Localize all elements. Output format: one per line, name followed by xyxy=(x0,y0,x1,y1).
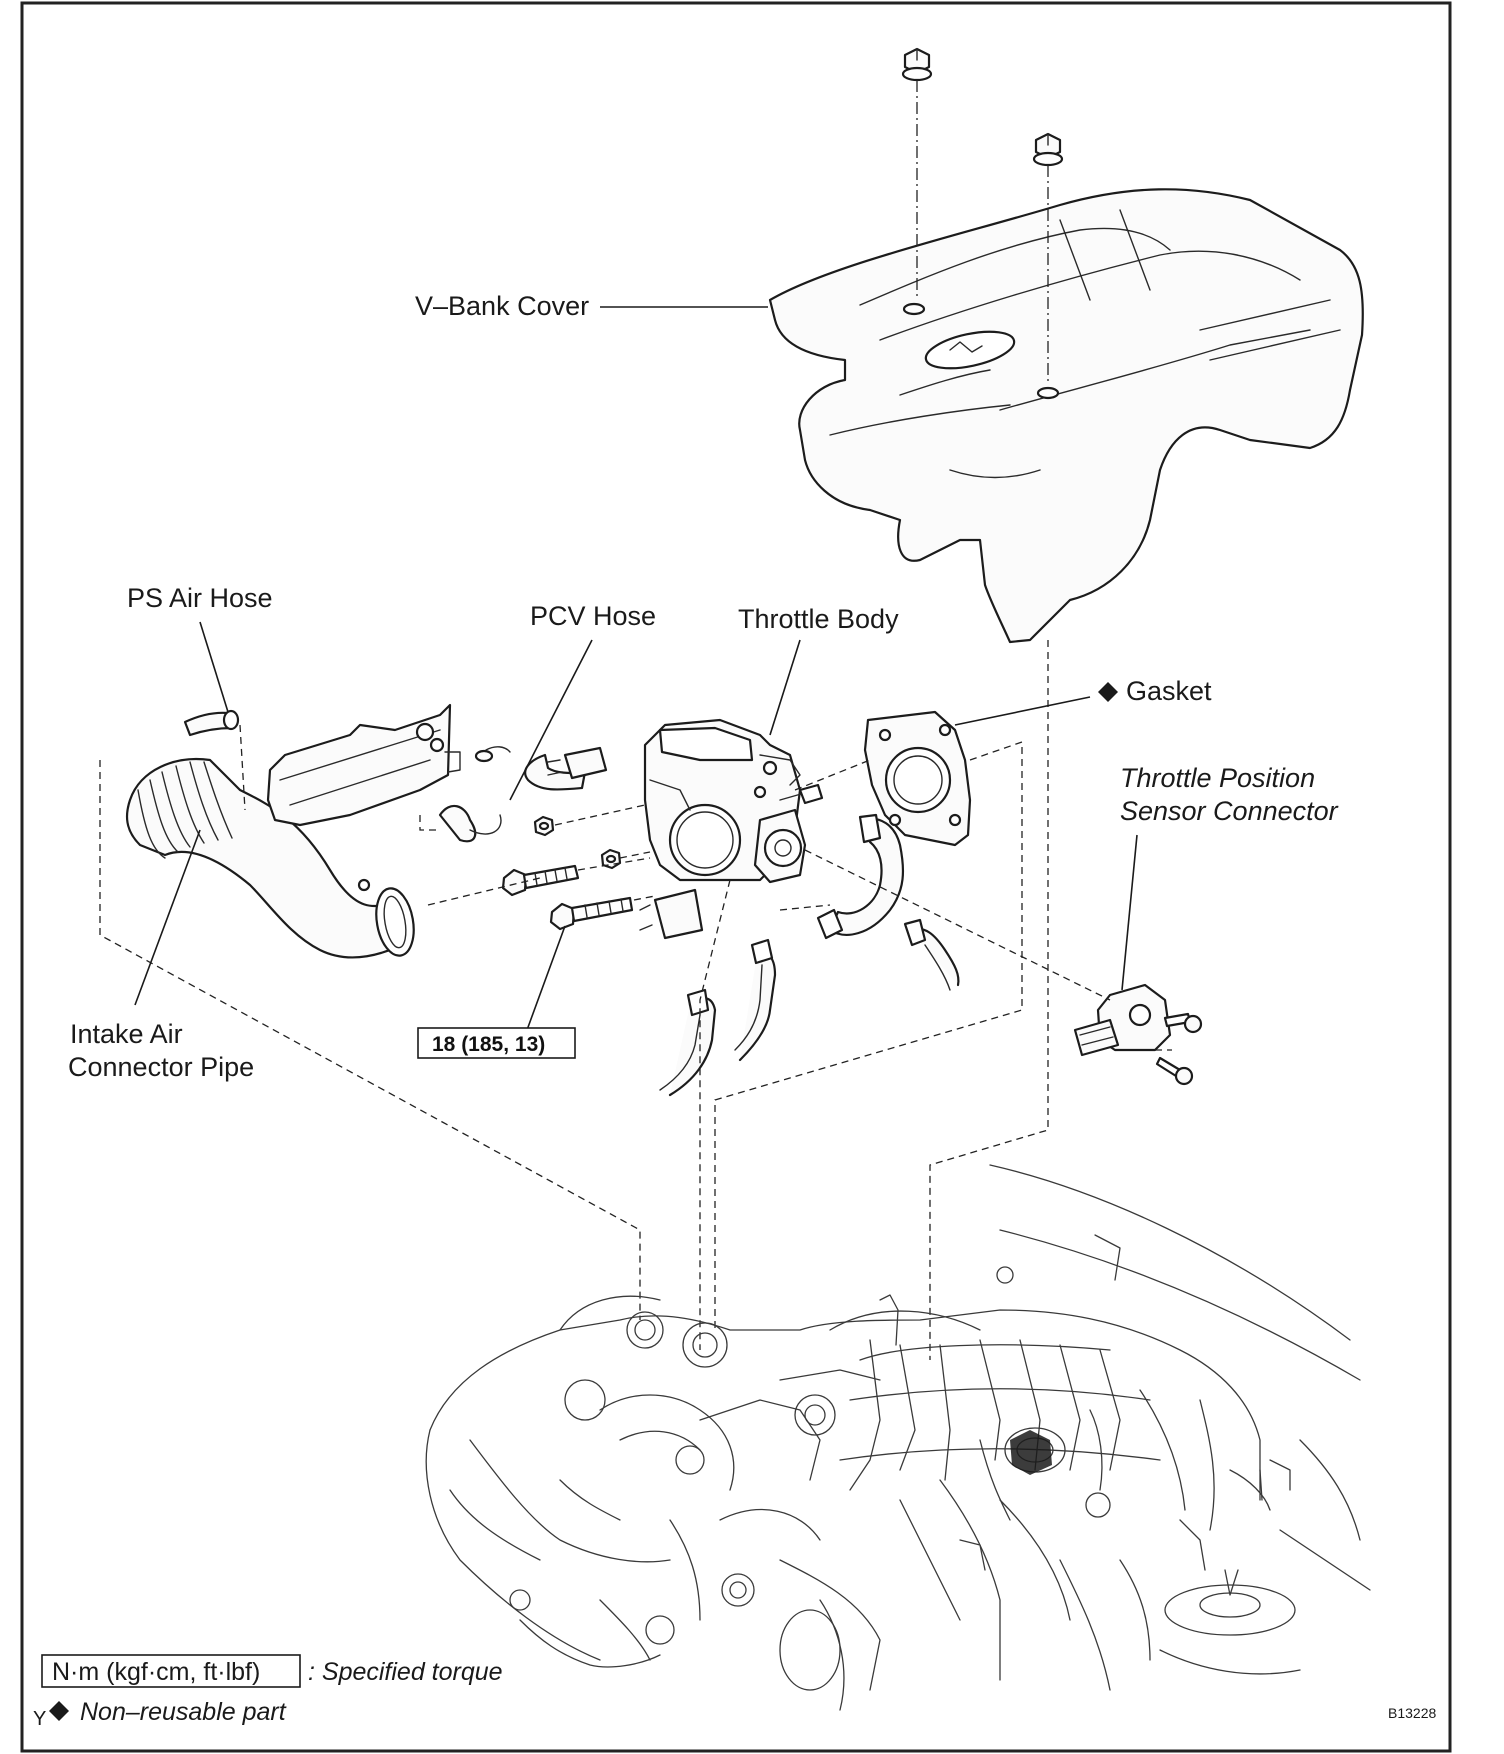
leader-gasket xyxy=(954,696,1091,726)
leader-throttle-body xyxy=(769,639,801,736)
align-line-ps-hose xyxy=(239,724,246,811)
engine-assembly xyxy=(425,1164,1371,1711)
throttle-body xyxy=(643,718,824,884)
label-intake-pipe-line2: Connector Pipe xyxy=(68,1052,254,1082)
coolant-hose-lower-left xyxy=(659,988,717,1097)
leader-torque xyxy=(526,925,566,1031)
tps-screw-2 xyxy=(1155,1056,1194,1086)
align-line-bolt-1 xyxy=(577,857,651,871)
align-line-bolt-2 xyxy=(633,895,656,901)
label-tps-connector-line2: Sensor Connector xyxy=(1120,796,1339,826)
pcv-hose xyxy=(438,746,587,843)
legend-torque-units-box xyxy=(41,1654,301,1688)
resonator-box xyxy=(266,703,461,827)
gasket xyxy=(863,710,972,847)
legend-torque-desc: : Specified torque xyxy=(308,1658,503,1686)
align-line-throttle-tps xyxy=(804,849,1111,1001)
label-gasket: Gasket xyxy=(1126,676,1212,706)
figure-code: B13228 xyxy=(1388,1705,1436,1721)
label-ps-air-hose: PS Air Hose xyxy=(127,583,273,613)
throttle-position-sensor-connector xyxy=(1073,983,1172,1057)
legend: N·m (kgf·cm, ft·lbf) : Specified torque … xyxy=(33,1654,503,1730)
coolant-hose-lower-mid xyxy=(734,938,777,1062)
label-intake-pipe-line1: Intake Air xyxy=(70,1019,183,1049)
legend-non-reusable-desc: Non–reusable part xyxy=(80,1698,287,1726)
coolant-hose-right-lower xyxy=(903,918,960,991)
throttle-wiring-connector xyxy=(547,746,704,940)
align-line-nut-2 xyxy=(619,851,651,859)
leader-intake-pipe xyxy=(134,829,201,1006)
leader-pcv-hose xyxy=(509,639,593,801)
diamond-icon xyxy=(1098,682,1118,702)
throttle-nut-1 xyxy=(533,815,555,837)
tps-screw-1 xyxy=(1163,1012,1203,1034)
v-bank-cover xyxy=(768,188,1364,644)
leader-tps-connector xyxy=(1121,834,1138,991)
align-line-intake-box xyxy=(99,760,641,1320)
cover-nut-left xyxy=(901,47,933,82)
align-line-hose-1 xyxy=(779,904,831,911)
align-line-throttle-down xyxy=(699,879,731,1350)
cover-nut-right xyxy=(1032,132,1064,167)
torque-spec-box: 18 (185, 13) xyxy=(417,1027,576,1059)
throttle-bolt-1 xyxy=(501,864,580,897)
align-line-throttle-gasket xyxy=(794,759,871,791)
ps-air-hose xyxy=(183,709,240,737)
align-line-nut-1 xyxy=(554,804,646,826)
align-line-cover-to-engine xyxy=(929,640,1049,1360)
align-line-gasket-right xyxy=(714,741,1023,1330)
label-pcv-hose: PCV Hose xyxy=(530,601,656,631)
torque-spec-value: 18 (185, 13) xyxy=(432,1033,545,1056)
legend-torque-units: N·m (kgf·cm, ft·lbf) xyxy=(52,1658,260,1686)
intake-air-connector-pipe xyxy=(125,758,415,959)
diagram-frame xyxy=(20,1,1452,1753)
align-line-pcv xyxy=(419,815,440,831)
coolant-hose-right xyxy=(816,813,905,940)
throttle-bolt-2 xyxy=(549,896,634,931)
label-throttle-body: Throttle Body xyxy=(738,604,899,634)
diamond-icon xyxy=(49,1701,69,1721)
label-v-bank-cover: V–Bank Cover xyxy=(415,291,589,321)
legend-non-reusable-prefix: Y xyxy=(33,1708,46,1730)
leader-ps-air-hose xyxy=(199,621,229,713)
align-line-intake-end xyxy=(427,877,541,906)
label-tps-connector-line1: Throttle Position xyxy=(1120,763,1315,793)
